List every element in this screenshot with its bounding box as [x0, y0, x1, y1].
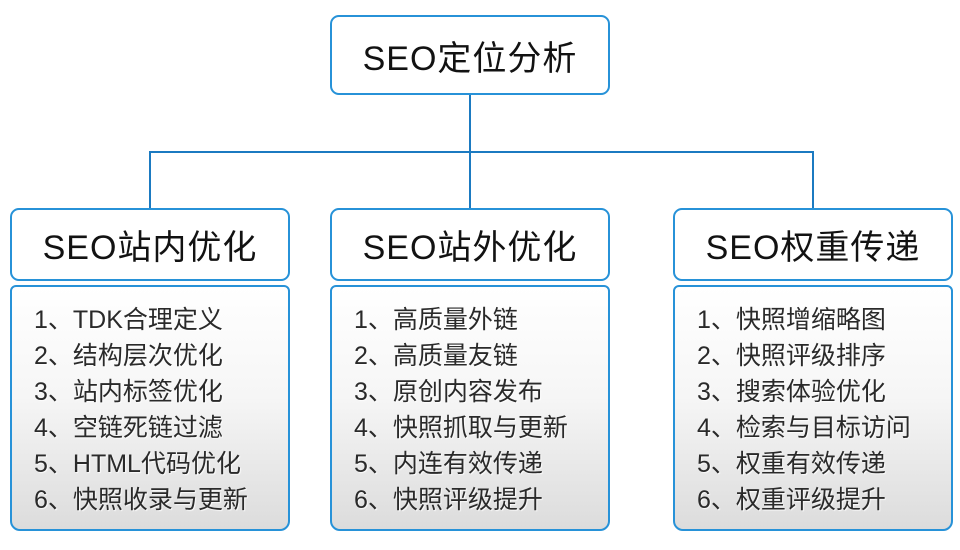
list-item: 3、站内标签优化 — [34, 378, 223, 406]
list-item: 3、搜索体验优化 — [697, 378, 886, 406]
list-item: 1、TDK合理定义 — [34, 306, 223, 334]
list-item: 4、快照抓取与更新 — [354, 414, 568, 442]
list-item: 1、快照增缩略图 — [697, 306, 886, 334]
root-node-label: SEO定位分析 — [362, 39, 578, 78]
branch-panel-weight: 1、快照增缩略图 2、快照评级排序 3、搜索体验优化 4、检索与目标访问 5、权… — [673, 285, 953, 531]
list-item: 5、权重有效传递 — [697, 450, 886, 478]
list-item: 6、权重评级提升 — [697, 486, 886, 514]
list-item: 6、快照评级提升 — [354, 486, 543, 514]
branch-header-offsite-label: SEO站外优化 — [362, 229, 578, 267]
list-item: 2、结构层次优化 — [34, 342, 223, 370]
branch-header-onsite: SEO站内优化 — [10, 208, 290, 281]
connector-root-stem — [469, 95, 471, 152]
list-item: 3、原创内容发布 — [354, 378, 543, 406]
root-node: SEO定位分析 — [330, 15, 610, 95]
branch-header-onsite-label: SEO站内优化 — [42, 229, 258, 267]
branch-header-weight-label: SEO权重传递 — [705, 229, 921, 267]
list-item: 5、内连有效传递 — [354, 450, 543, 478]
connector-drop-weight — [812, 151, 814, 208]
branch-header-offsite: SEO站外优化 — [330, 208, 610, 281]
list-item: 5、HTML代码优化 — [34, 450, 241, 478]
branch-panel-offsite: 1、高质量外链 2、高质量友链 3、原创内容发布 4、快照抓取与更新 5、内连有… — [330, 285, 610, 531]
connector-crossbar — [150, 151, 813, 153]
list-item: 4、空链死链过滤 — [34, 414, 223, 442]
connector-drop-offsite — [469, 151, 471, 208]
branch-panel-onsite: 1、TDK合理定义 2、结构层次优化 3、站内标签优化 4、空链死链过滤 5、H… — [10, 285, 290, 531]
branch-header-weight: SEO权重传递 — [673, 208, 953, 281]
list-item: 6、快照收录与更新 — [34, 486, 248, 514]
list-item: 4、检索与目标访问 — [697, 414, 911, 442]
connector-drop-onsite — [149, 151, 151, 208]
list-item: 1、高质量外链 — [354, 306, 518, 334]
list-item: 2、快照评级排序 — [697, 342, 886, 370]
list-item: 2、高质量友链 — [354, 342, 518, 370]
